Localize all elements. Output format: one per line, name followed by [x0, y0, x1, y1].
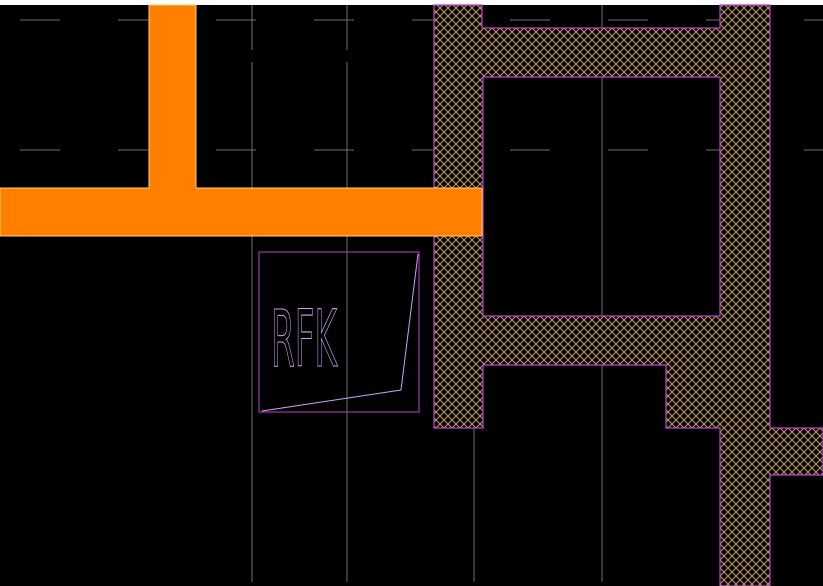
window-top-border	[0, 0, 823, 5]
label-cell-marker	[261, 253, 419, 412]
hatched-metal-shape[interactable]	[433, 4, 823, 586]
label-cell-outline	[258, 251, 420, 413]
cell-label-text: RFK	[271, 295, 338, 385]
rfk-label-cell[interactable]: RFK	[258, 251, 420, 413]
orange-route[interactable]	[0, 4, 483, 237]
grid	[20, 5, 823, 582]
